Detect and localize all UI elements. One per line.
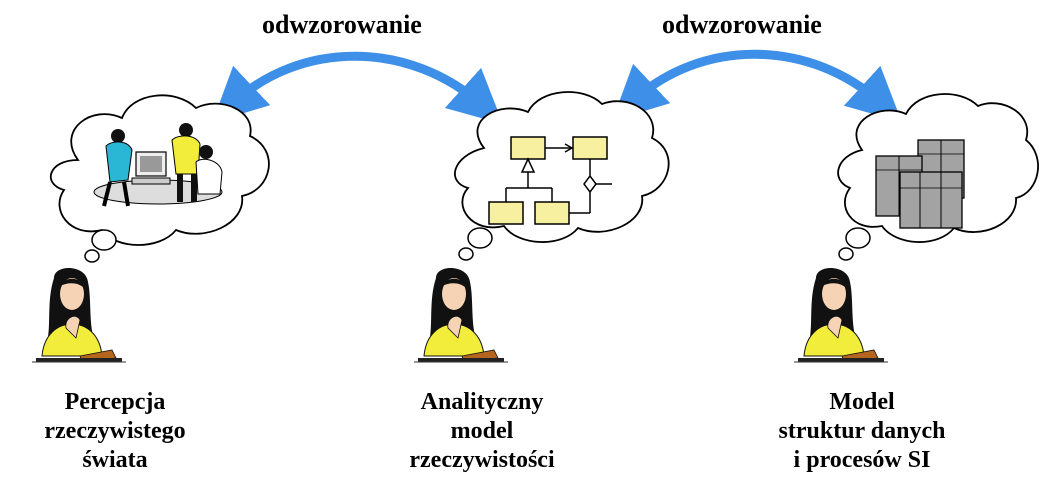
thinking-woman-right [793,267,889,363]
caption-line: struktur danych [778,418,946,444]
caption-line: i procesów SI [793,447,931,473]
mapping-arrow-left [212,51,504,125]
mapping-label-left: odwzorowanie [262,10,422,39]
class-diagram-icon [488,136,612,225]
mapping-arrow-right [612,49,902,123]
caption-line: Model [829,389,895,415]
caption-system-model: Model struktur danych i procesów SI [742,388,982,475]
thought-cloud-analysis [454,91,670,261]
caption-line: model [450,418,514,444]
mapping-label-right: odwzorowanie [662,10,822,39]
thinking-woman-left [31,267,127,363]
caption-line: świata [82,447,148,473]
caption-line: rzeczywistego [44,418,186,444]
caption-perception: Percepcja rzeczywistego świata [10,388,220,475]
caption-analytic-model: Analityczny model rzeczywistości [372,388,592,475]
people-at-computer-icon [93,123,223,207]
caption-line: Percepcja [64,389,166,415]
server-rack-icon [875,139,965,229]
caption-line: Analityczny [420,389,544,415]
thinking-woman-center [413,267,509,363]
caption-line: rzeczywistości [409,447,555,473]
